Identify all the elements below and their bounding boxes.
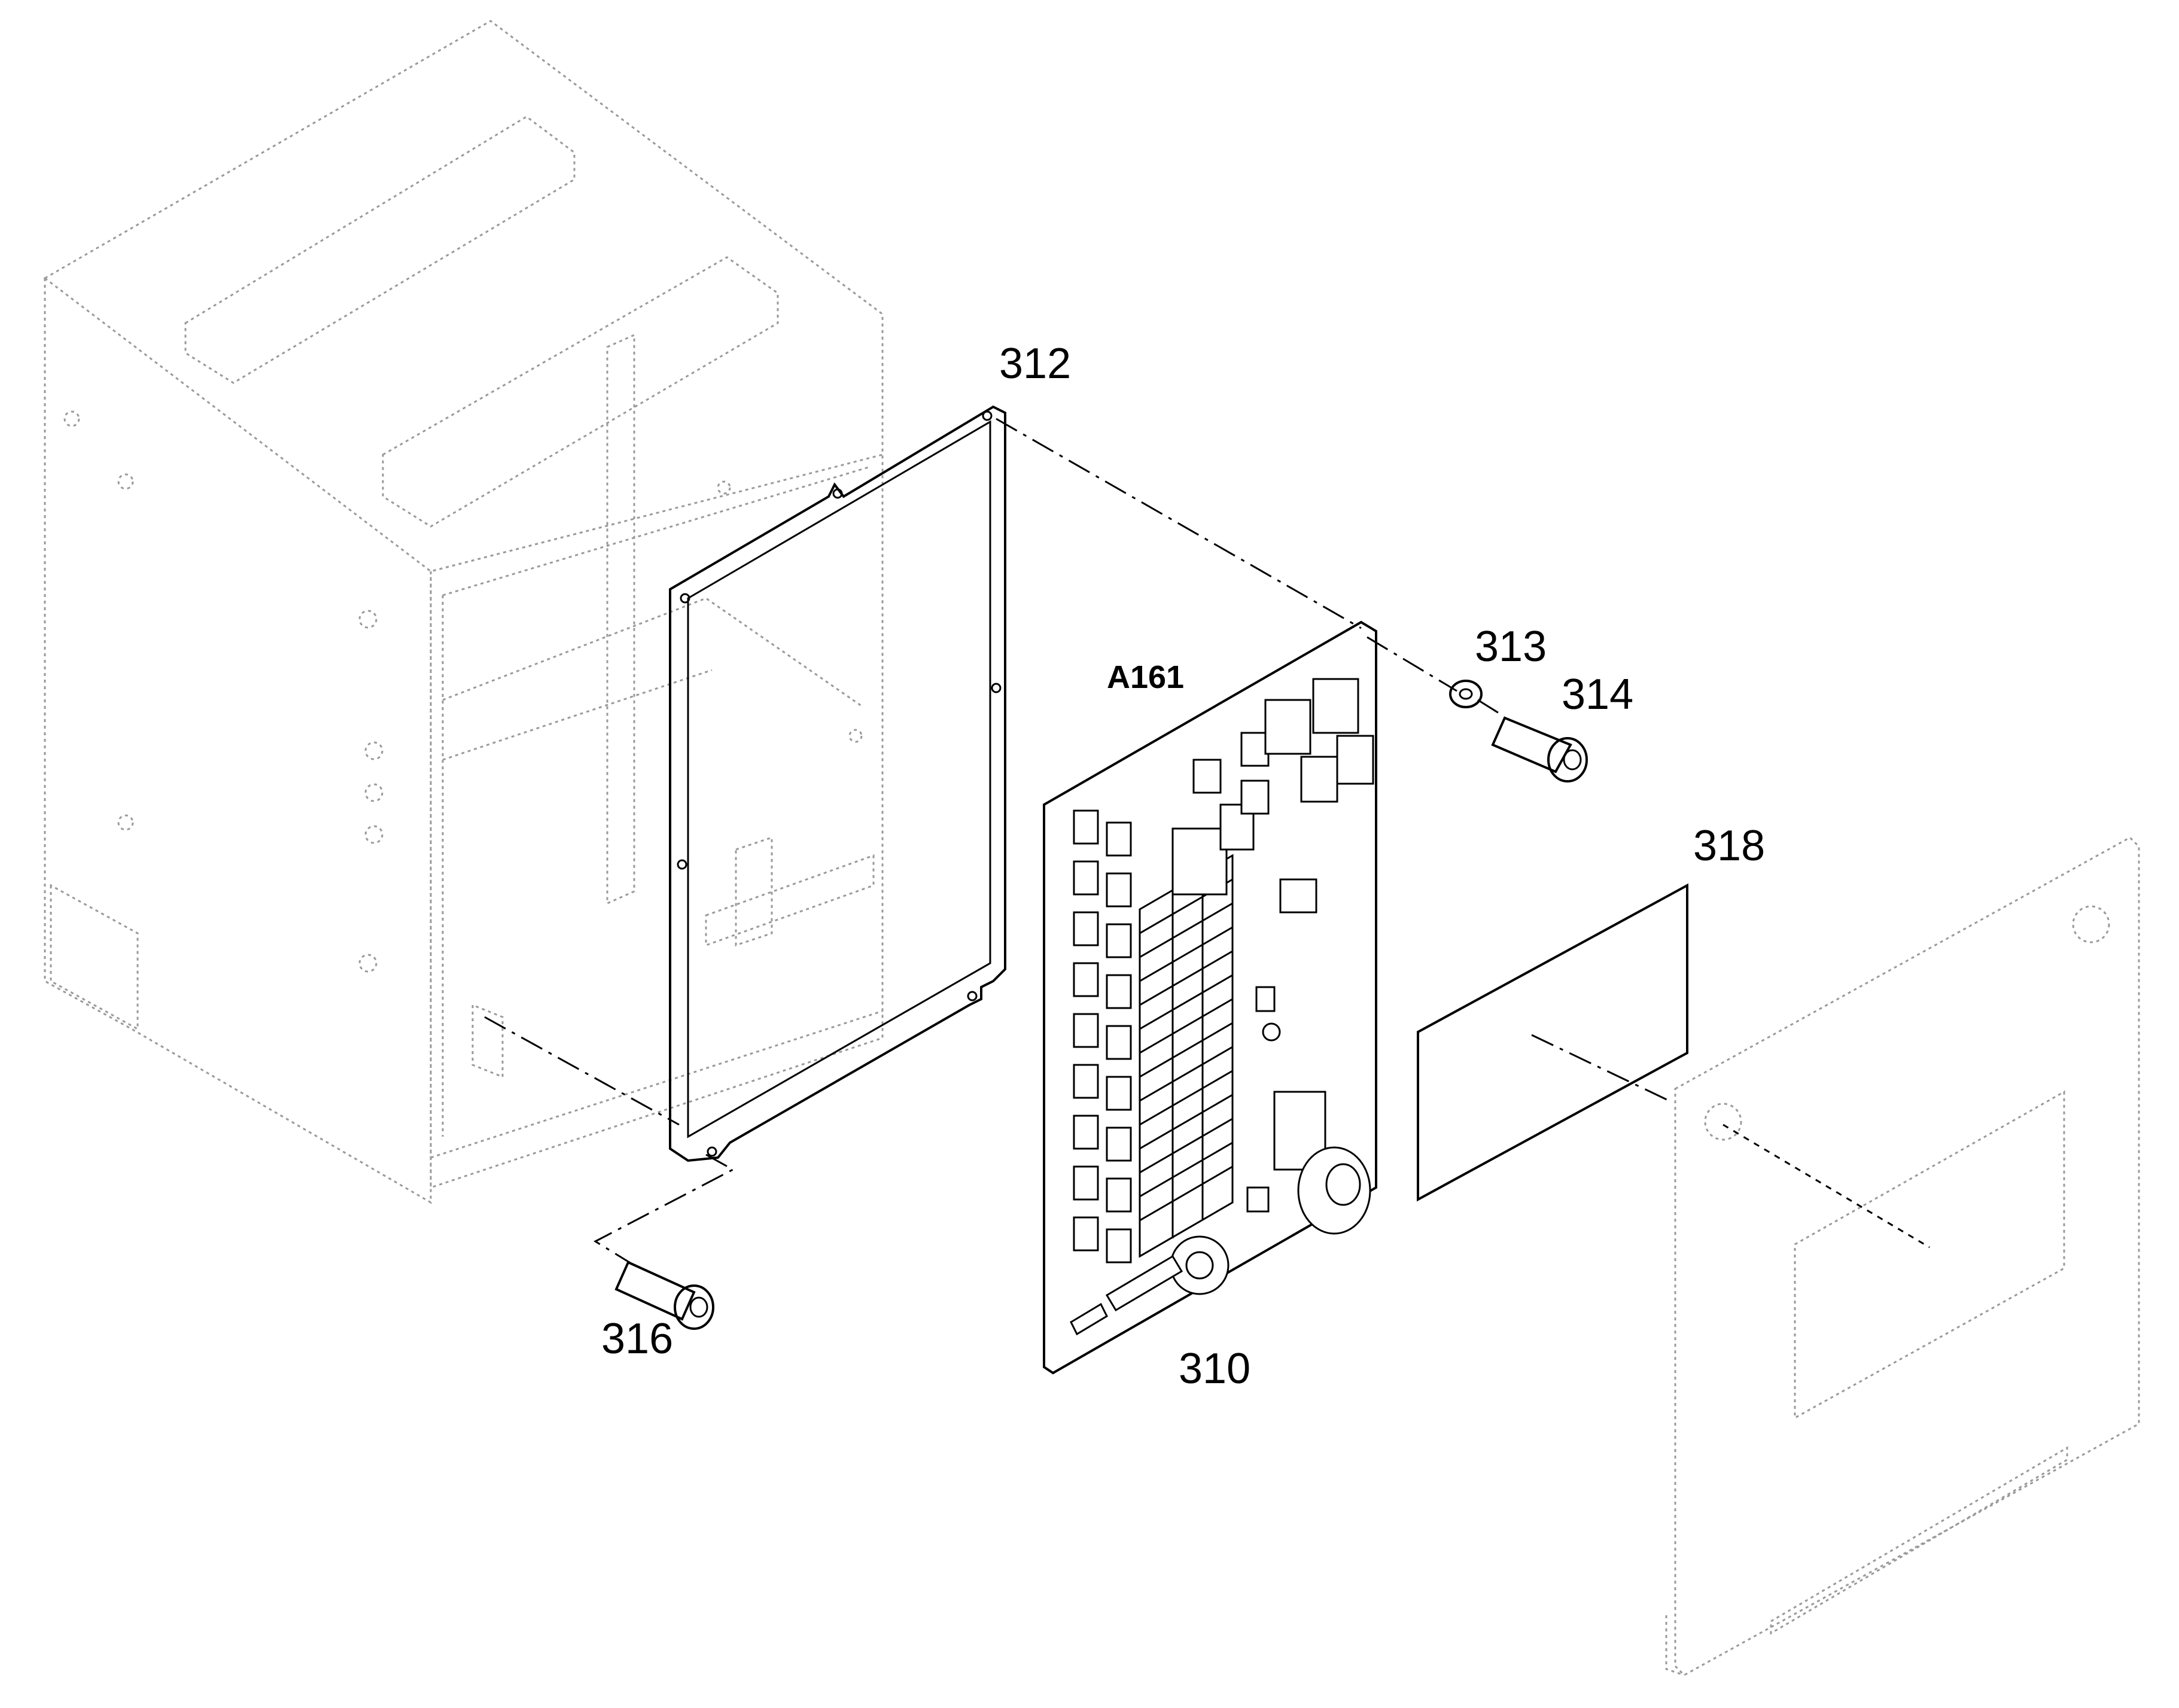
callout-310: 310 — [1179, 1345, 1250, 1393]
gasket-part-312 — [669, 405, 1006, 1162]
callout-316: 316 — [601, 1315, 673, 1363]
callout-312: 312 — [999, 340, 1071, 388]
label-plate-part-318 — [1417, 883, 1688, 1202]
assembly-leader-lines — [484, 418, 1930, 1266]
washer-part-313 — [1449, 680, 1483, 708]
screw-part-314 — [1491, 716, 1588, 783]
callout-318: 318 — [1693, 822, 1765, 870]
screw-part-316 — [614, 1261, 714, 1330]
left-connector-column — [1073, 809, 1132, 1264]
upper-relays — [1171, 678, 1374, 1042]
relay-terminal-strip — [1139, 854, 1234, 1258]
door-cover — [1665, 836, 2140, 1676]
housing-enclosure — [43, 20, 884, 1204]
callout-313: 313 — [1475, 623, 1547, 671]
callout-314: 314 — [1562, 671, 1633, 718]
lower-components — [1070, 1091, 1371, 1336]
board-label-a161: A161 — [1107, 659, 1184, 695]
circuit-board-part-310: A161 — [1043, 620, 1377, 1375]
